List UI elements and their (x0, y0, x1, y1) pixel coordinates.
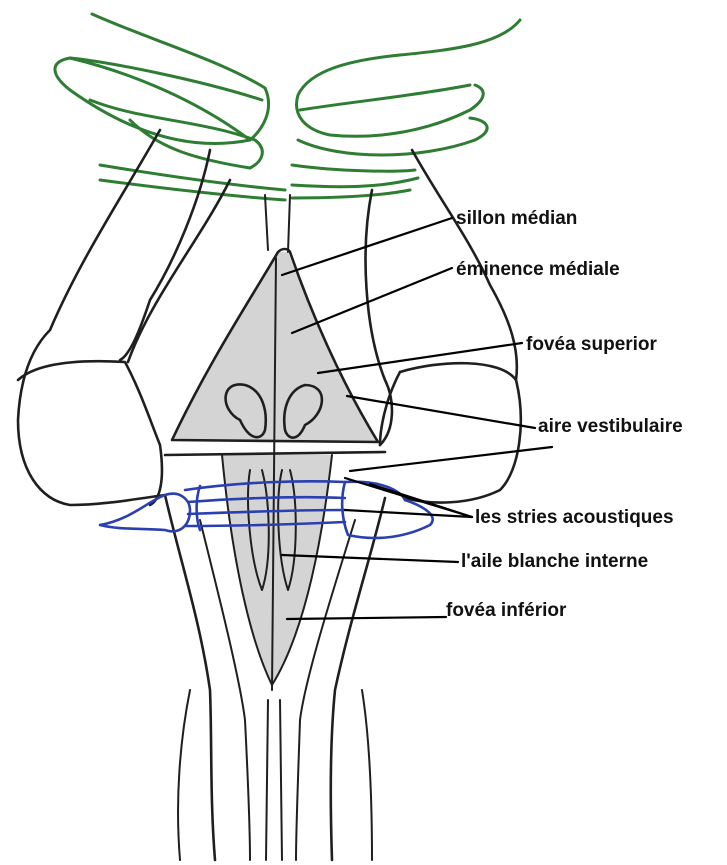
labels: sillon médian éminence médiale fovéa sup… (446, 208, 683, 621)
leader-eminence-mediale (292, 268, 452, 333)
leader-aire-vestibulaire-a (347, 396, 535, 428)
leader-fovea-inferior (287, 617, 446, 619)
label-eminence-mediale: éminence médiale (456, 259, 620, 280)
label-aile-blanche-interne: l'aile blanche interne (461, 551, 648, 572)
label-aire-vestibulaire: aire vestibulaire (538, 416, 683, 437)
label-sillon-median: sillon médian (456, 208, 577, 229)
label-fovea-inferior: fovéa inférior (446, 600, 567, 621)
leader-aire-vestibulaire-b (350, 447, 552, 471)
label-fovea-superior: fovéa superior (526, 334, 658, 355)
superior-structures-green (55, 14, 520, 200)
leader-fovea-superior (318, 343, 522, 373)
label-stries-acoustiques: les stries acoustiques (475, 507, 674, 528)
